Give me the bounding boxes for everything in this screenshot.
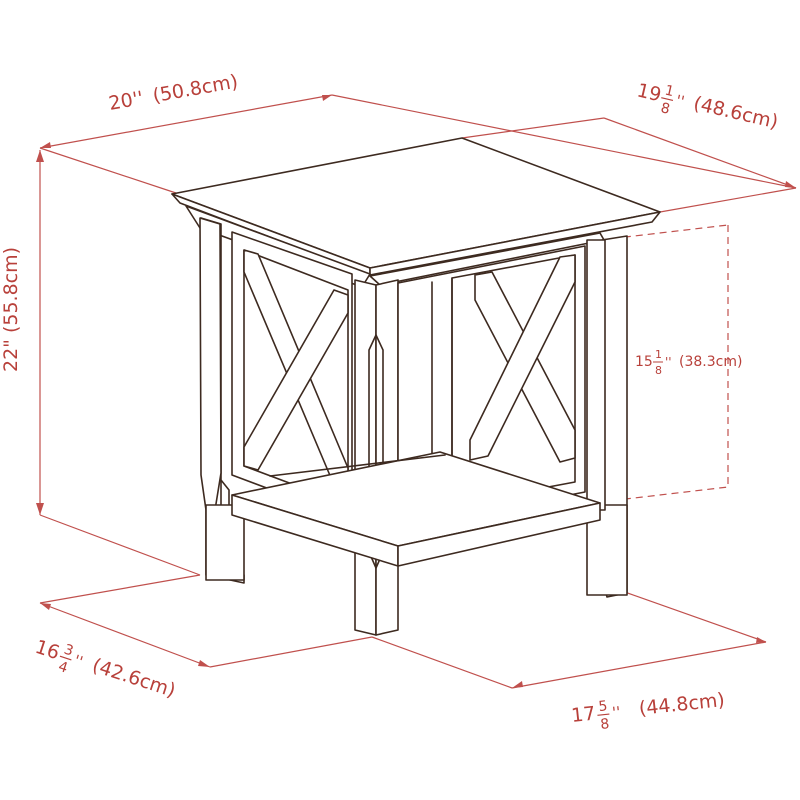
shelf-clearance-label: 15 1 8 '' (38.3cm): [635, 348, 742, 377]
base-depth-inch-mark: '': [72, 651, 85, 671]
clearance-top-line: [599, 224, 729, 241]
back-right-leg-upper: [586, 239, 606, 511]
extension-line: [39, 574, 201, 604]
base-depth-whole: 16: [32, 636, 62, 664]
base-width-label: 17 5 8 '' (44.8cm): [570, 689, 726, 733]
arrow-head: [36, 150, 44, 162]
clearance-frac-den: 8: [655, 364, 662, 377]
top-depth-metric: (48.6cm): [691, 92, 780, 133]
base-depth-dim-line: [39, 602, 211, 668]
extension-line: [461, 117, 605, 139]
top-width-dim-line: [39, 94, 333, 149]
svg-text:20''(50.8cm): 20'' (50.8cm): [107, 71, 240, 115]
base-width-frac-den: 8: [600, 716, 611, 733]
base-width-metric: (44.8cm): [638, 689, 726, 720]
extension-line: [39, 514, 201, 576]
arrow-head: [40, 603, 51, 610]
arrow-head: [322, 95, 332, 101]
clearance-metric: (38.3cm): [679, 354, 742, 370]
shelf-back-edge: [269, 454, 446, 477]
clearance-inch-mark: '': [665, 355, 672, 369]
extension-line: [209, 636, 373, 668]
end-table-illustration: [171, 137, 661, 636]
right-x-brace-2: [469, 254, 576, 461]
bottom-shelf-right-edge: [397, 502, 601, 567]
base-depth-label: 16 3 4 '' (42.6cm): [32, 636, 179, 702]
top-width-whole: 20: [107, 89, 135, 115]
fraction-bar: [59, 655, 72, 661]
arrow-head: [785, 181, 796, 188]
dimension-lines: [36, 94, 797, 689]
top-width-label: 20'' (50.8cm): [107, 71, 240, 115]
clearance-whole: 15: [635, 354, 653, 370]
top-width-metric: (50.8cm): [151, 71, 240, 108]
base-depth-frac-den: 4: [56, 659, 70, 677]
top-depth-frac-num: 1: [663, 83, 675, 101]
arrow-head: [36, 503, 44, 515]
top-depth-dim-line: [331, 94, 797, 189]
clearance-bottom-line: [599, 486, 729, 503]
base-width-frac-num: 5: [598, 698, 609, 715]
extension-line: [659, 187, 797, 213]
front-leg-right-face: [375, 279, 399, 636]
fraction-bar: [661, 97, 674, 102]
arrow-head: [40, 142, 51, 148]
extension-line: [603, 117, 797, 189]
base-depth-metric: (42.6cm): [90, 654, 179, 702]
fraction-bar: [597, 713, 610, 716]
arrow-head: [198, 660, 210, 667]
clearance-frac-num: 1: [655, 348, 662, 361]
arrow-head: [512, 681, 523, 688]
height-label: 22" (55.8cm): [0, 247, 22, 372]
top-depth-whole: 19: [635, 79, 664, 106]
base-width-inch-mark: '': [611, 703, 621, 722]
top-depth-inch-mark: '': [674, 91, 686, 110]
front-leg-left-face: [354, 279, 377, 636]
base-width-ext-line: [371, 636, 513, 689]
extension-line: [604, 584, 767, 643]
base-width-dim-line: [511, 641, 767, 689]
base-width-whole: 17: [570, 703, 596, 727]
extension-line: [39, 147, 177, 194]
front-leg-bevel: [368, 334, 384, 569]
left-x-brace-2: [243, 289, 349, 471]
height-text: 22" (55.8cm): [0, 247, 22, 372]
top-depth-label: 19 1 8 '' (48.6cm): [635, 79, 780, 133]
top-width-inch-mark: '': [131, 87, 145, 110]
top-depth-frac-den: 8: [659, 100, 671, 118]
table-top-right-edge: [369, 211, 661, 276]
